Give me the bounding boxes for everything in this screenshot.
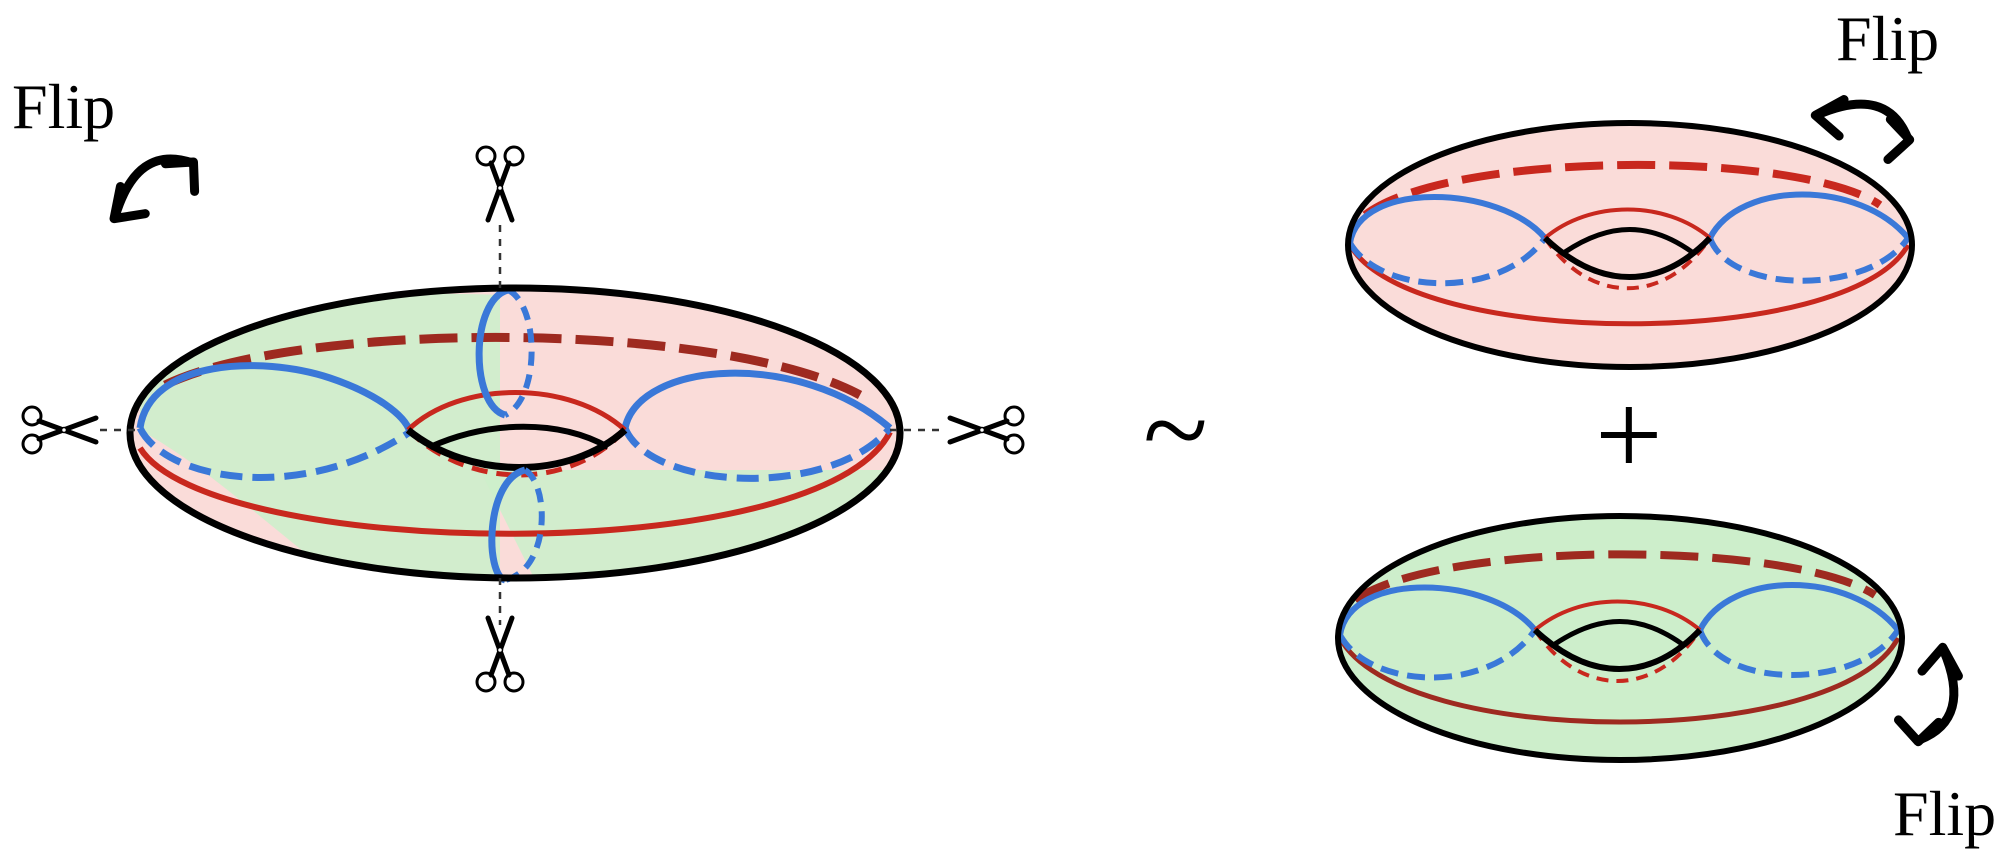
- flip-label-top-right: Flip: [1836, 3, 1939, 74]
- genus-two-surface-top-right: [1345, 120, 1915, 370]
- scissors-icon: [23, 407, 96, 453]
- scissors-icon: [950, 407, 1023, 453]
- cut-lines: [100, 225, 945, 625]
- flip-label-left: Flip: [12, 71, 115, 142]
- curved-double-arrow-icon: [1891, 644, 1977, 748]
- equivalence-symbol: ~: [1143, 363, 1208, 496]
- genus-two-surface-bottom-right: [1335, 513, 1905, 763]
- flip-label-bottom-right: Flip: [1893, 778, 1996, 849]
- plus-symbol: +: [1595, 368, 1663, 501]
- curved-double-arrow-icon: [101, 149, 205, 224]
- scissors-icon: [477, 618, 523, 691]
- scissors-icon: [477, 147, 523, 220]
- genus-two-surface-left: [126, 284, 904, 584]
- curved-double-arrow-icon: [1812, 81, 1916, 167]
